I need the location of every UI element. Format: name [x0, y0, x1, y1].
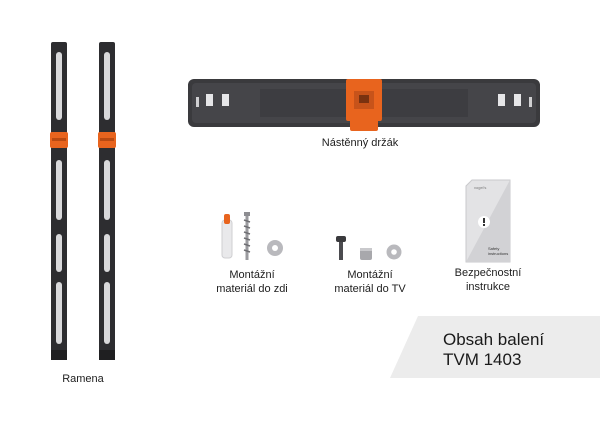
wall-hardware-caption-line2: materiál do zdi: [216, 283, 288, 295]
tv-hardware-caption-line2: materiál do TV: [334, 283, 406, 295]
arm-right: [98, 42, 116, 360]
safety-caption: Bezpečnostní instrukce: [438, 266, 538, 294]
tv-hardware-caption: Montážní materiál do TV: [318, 268, 422, 296]
arm-left: [50, 42, 68, 360]
package-title: Obsah balení: [443, 330, 545, 349]
booklet-text-line2: instructions: [488, 251, 508, 256]
wall-bracket-caption: Nástěnný držák: [321, 137, 399, 149]
package-model: TVM 1403: [443, 350, 522, 369]
wall-hardware-image: [221, 212, 283, 260]
safety-caption-line1: Bezpečnostní: [454, 267, 522, 279]
tv-hardware-image: [336, 236, 402, 260]
wall-hardware-caption-line1: Montážní: [229, 269, 275, 281]
booklet-brand-text: vogel's: [474, 185, 486, 190]
booklet-text-line1: Safety: [488, 246, 499, 251]
safety-booklet-image: vogel's Safety instructions: [465, 179, 511, 263]
arms-caption: Ramena: [62, 373, 104, 385]
safety-caption-line2: instrukce: [465, 281, 511, 293]
package-banner: [390, 316, 600, 378]
tv-hardware-caption-line1: Montážní: [347, 269, 393, 281]
wall-hardware-caption: Montážní materiál do zdi: [200, 268, 304, 296]
wall-bracket-image: [188, 79, 540, 131]
